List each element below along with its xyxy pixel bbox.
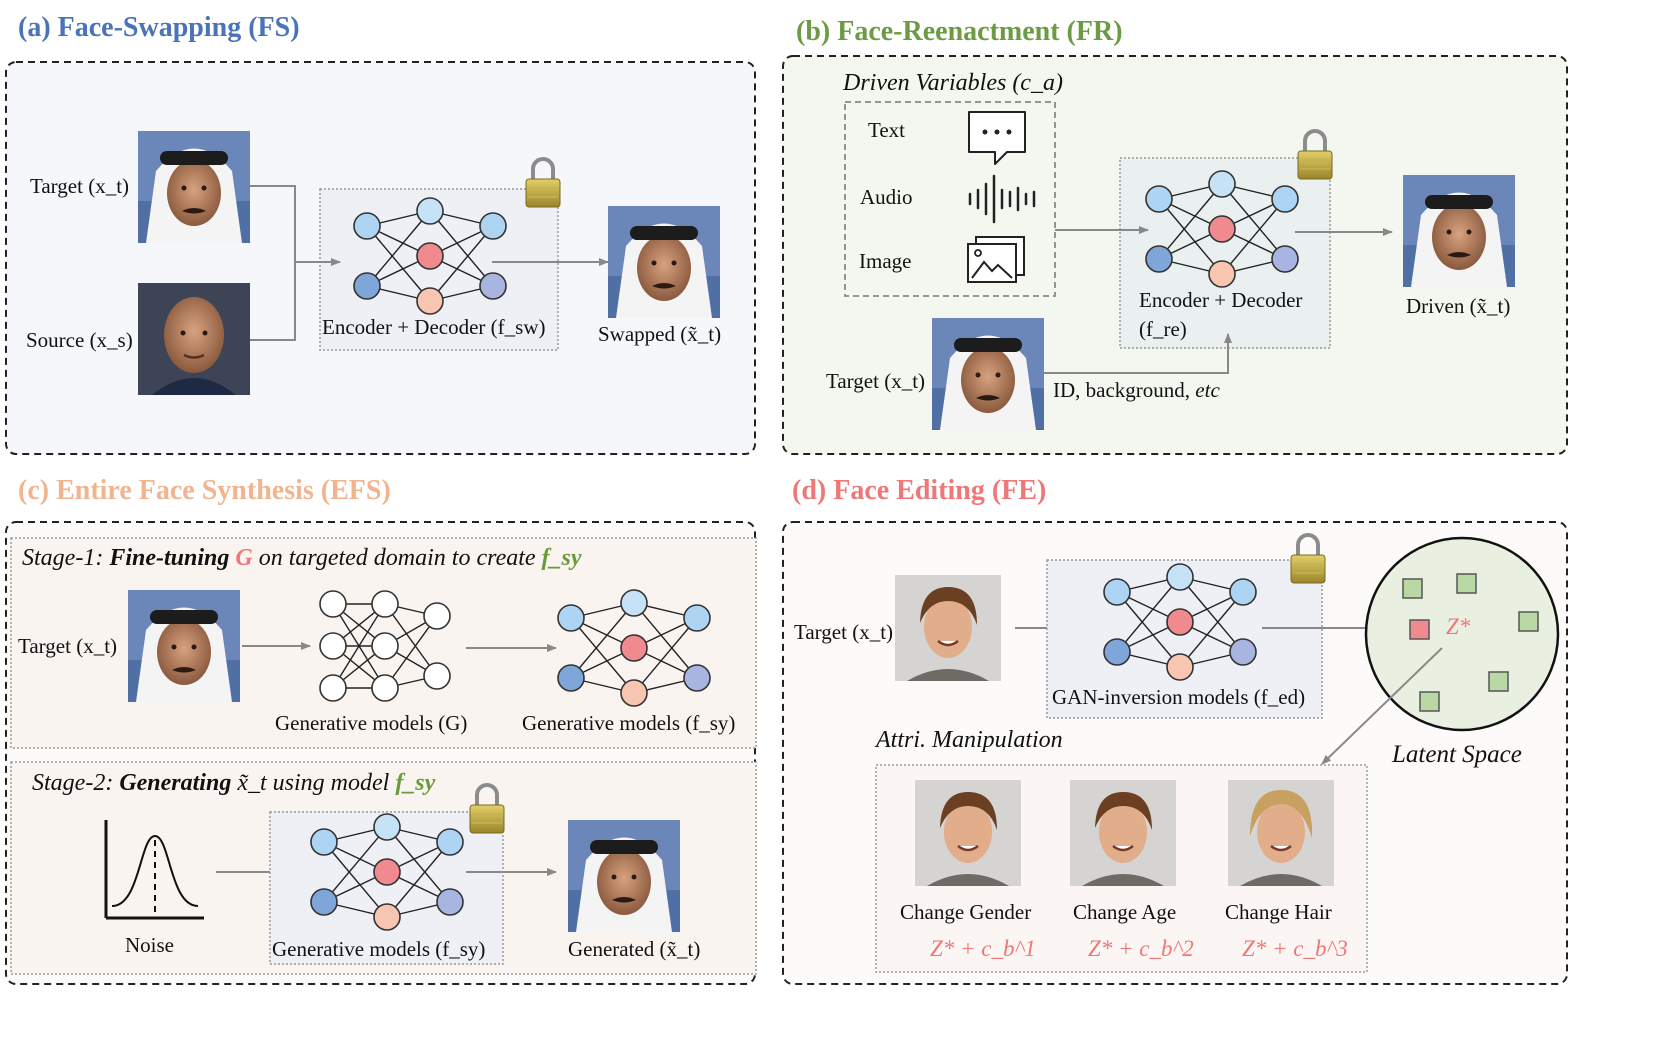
target-face-image-c: [128, 590, 240, 702]
model-label-a: Encoder + Decoder (f_sw): [322, 315, 546, 339]
target-label-a: Target (x_t): [30, 174, 130, 198]
source-face-image: [136, 281, 252, 397]
formula-age: Z* + c_b^2: [1088, 936, 1194, 961]
driven-label: Driven (x̃_t): [1406, 294, 1511, 318]
target-face-image-a: [138, 131, 250, 243]
arrow-b-target-to-model: [1044, 333, 1232, 374]
generated-label: Generated (x̃_t): [568, 937, 701, 961]
panel-c-title: (c) Entire Face Synthesis (EFS): [18, 475, 391, 506]
stage2-caption: Stage-2: Generating x̃_t using model f_s…: [32, 770, 436, 796]
attri-manipulation-label: Attri. Manipulation: [876, 727, 1063, 753]
latent-points: [1402, 573, 1539, 712]
panel-a-title: (a) Face-Swapping (FS): [18, 12, 300, 43]
zstar-label: Z*: [1446, 614, 1471, 639]
target-label-c: Target (x_t): [18, 634, 118, 658]
formula-hair: Z* + c_b^3: [1242, 936, 1348, 961]
model-fn-label-b: (f_re): [1139, 317, 1187, 341]
panel-d-title: (d) Face Editing (FE): [792, 475, 1047, 506]
change-gender-label: Change Gender: [900, 900, 1032, 924]
age-changed-face-image: [1068, 778, 1178, 888]
stage1-caption: Stage-1: Fine-tuning G on targeted domai…: [22, 545, 582, 571]
target-face-image-b: [932, 318, 1044, 430]
noise-distribution-icon: [104, 820, 204, 920]
audio-wave-icon: [968, 174, 1036, 224]
swapped-face-image: [608, 206, 720, 318]
chat-bubble-icon: [968, 111, 1026, 165]
latent-space-label: Latent Space: [1392, 741, 1522, 768]
model-label-d: GAN-inversion models (f_ed): [1052, 685, 1306, 709]
noise-label: Noise: [125, 933, 174, 957]
source-label: Source (x_s): [26, 328, 133, 352]
driven-variables-label: Driven Variables (c_a): [843, 70, 1063, 96]
panel-b-title: (b) Face-Reenactment (FR): [796, 16, 1123, 47]
text-label: Text: [868, 118, 906, 142]
latent-code-zstar-point: [1409, 619, 1430, 640]
gen-models-G-label: Generative models (G): [275, 711, 468, 735]
driven-variables-box: [844, 101, 1056, 297]
generated-face-image: [568, 820, 680, 932]
driven-face-image: [1403, 175, 1515, 287]
swapped-label: Swapped (x̃_t): [598, 322, 722, 346]
target-face-image-d: [893, 573, 1003, 683]
change-age-label: Change Age: [1073, 900, 1177, 924]
hair-changed-face-image: [1226, 778, 1336, 888]
audio-label: Audio: [860, 185, 913, 209]
target-label-d: Target (x_t): [794, 620, 894, 644]
id-background-label: ID, background, etc: [1053, 378, 1220, 402]
image-label: Image: [859, 249, 912, 273]
gen-models-fsy-label: Generative models (f_sy): [522, 711, 736, 735]
gender-changed-face-image: [913, 778, 1023, 888]
image-gallery-icon: [967, 236, 1025, 283]
change-hair-label: Change Hair: [1225, 900, 1332, 924]
model-label-b: Encoder + Decoder: [1139, 288, 1303, 312]
arrow-d-latent-to-manipulation: [1321, 647, 1443, 765]
target-label-b: Target (x_t): [826, 369, 926, 393]
gen-models-fsy-label-2: Generative models (f_sy): [272, 937, 486, 961]
formula-gender: Z* + c_b^1: [930, 936, 1036, 961]
